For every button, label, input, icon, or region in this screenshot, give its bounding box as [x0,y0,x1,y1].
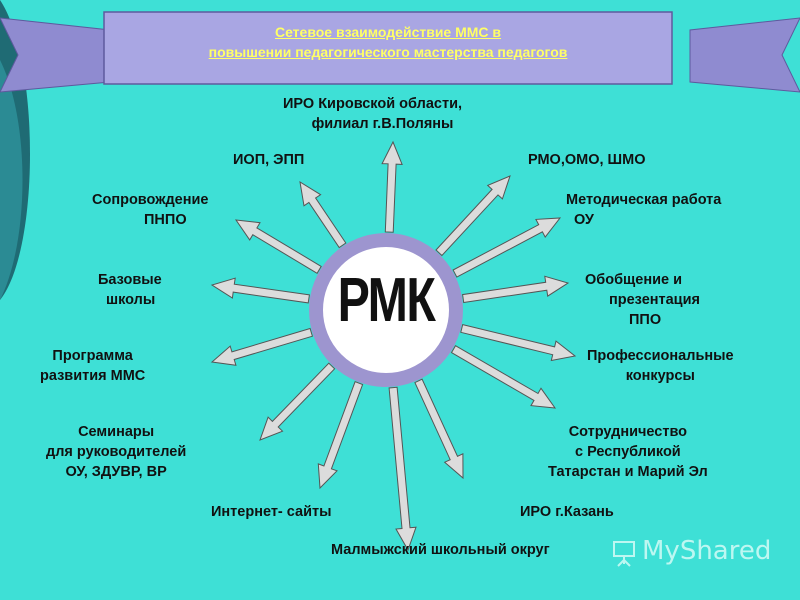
arrow-malmyzh [388,386,417,552]
label-programma: Программа развития ММС [40,348,146,384]
arrow-soprovozhdenie [234,219,322,274]
arrow-iro-kirov [381,140,403,233]
arrow-obobshchenie [462,275,570,304]
label-sotrudnichestvo: Сотрудничество с Республикой Татарстан и… [548,424,708,480]
label-malmyzh: Малмыжский школьный округ [331,542,550,558]
center-label: РМК [337,266,436,335]
label-obobshchenie: Обобщение и презентация ППО [585,272,700,328]
arrow-konkursy [460,323,577,362]
label-soprovozhdenie: Сопровождение ПНПО [92,192,209,228]
arrow-internet [317,381,364,490]
label-iro-kazan: ИРО г.Казань [520,504,614,520]
label-internet: Интернет- сайты [211,504,332,520]
label-konkursy: Профессиональные конкурсы [587,348,734,384]
presentation-icon [613,541,635,567]
arrow-seminary [259,362,336,441]
center-ring [309,233,463,387]
diagram-title: Сетевое взаимодействие ММС в повышении п… [108,22,668,62]
left-accent-inner-shape [0,60,23,300]
watermark-text: MyShared [642,536,772,566]
arrow-iro-kazan [414,378,464,480]
label-rmo: РМО,ОМО, ШМО [528,152,646,168]
label-iop: ИОП, ЭПП [233,152,305,168]
title-line-1: Сетевое взаимодействие ММС в [274,24,502,40]
arrow-group [210,140,577,552]
arrow-bazovye [210,277,310,304]
label-iro-kirov: ИРО Кировской области, филиал г.В.Поляны [283,96,463,132]
arrow-programma [210,327,314,366]
title-banner [0,11,800,93]
label-bazovye: Базовые школы [98,272,162,308]
arrow-iop [299,180,347,249]
title-line-2: повышении педагогического мастерства пед… [208,44,568,60]
arrow-sotrudnichestvo [450,345,557,409]
arrow-metod [452,217,562,278]
label-metod: Методическая работа ОУ [566,192,722,228]
label-seminary: Семинары для руководителей ОУ, ЗДУВР, ВР [46,424,187,480]
arrow-rmo [435,175,511,257]
